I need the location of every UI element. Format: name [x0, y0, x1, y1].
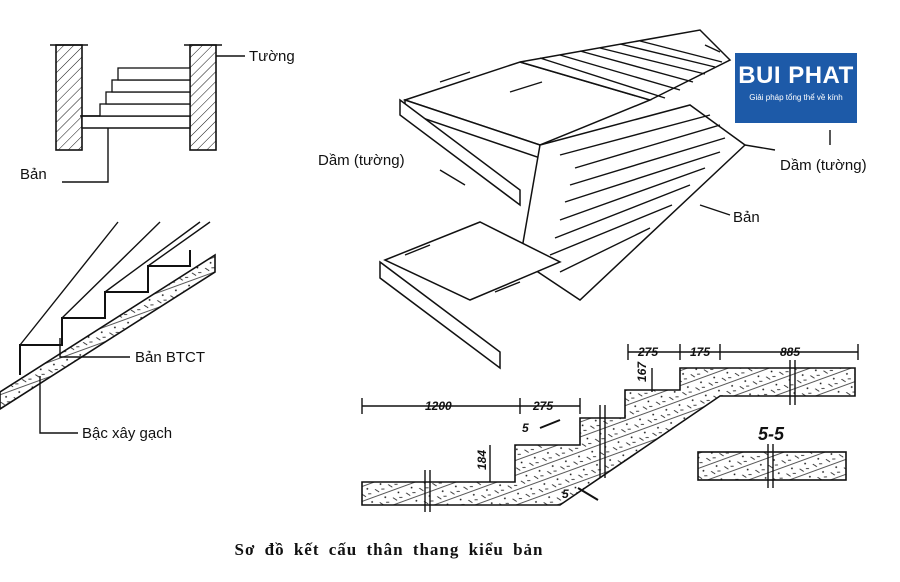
- reinforced-slab: [0, 253, 216, 410]
- stair-section-profile: [361, 367, 856, 506]
- buiphat-logo: BUI PHAT Giải pháp tổng thể về kính: [735, 53, 857, 123]
- label-bac-xay-gach: Bậc xây gạch: [82, 425, 172, 442]
- stair-slab-section: [81, 115, 191, 129]
- dim-175: 175: [690, 345, 710, 359]
- dim-275-lower: 275: [532, 399, 553, 413]
- upper-flight: [519, 29, 732, 101]
- main-flight: [519, 104, 747, 301]
- cut-mark-bottom: 5: [562, 487, 569, 501]
- left-wall: [55, 44, 83, 151]
- label-ban-btct: Bản BTCT: [135, 349, 205, 366]
- lower-landing: [383, 221, 562, 301]
- label-ban-top: Bản: [20, 166, 47, 183]
- lower-beam: [379, 260, 501, 370]
- cut-mark-top: 5: [522, 421, 529, 435]
- upper-beam: [399, 98, 521, 207]
- wall-section-view: Tường Bản: [20, 44, 295, 183]
- label-tuong: Tường: [249, 48, 295, 65]
- dim-1200: 1200: [425, 399, 452, 413]
- logo-name: BUI PHAT: [738, 62, 854, 89]
- figure-caption: Sơ đồ kết cấu thân thang kiểu bản: [234, 540, 544, 559]
- brick-steps-outline: [19, 250, 191, 375]
- brick-step-detail: Bản BTCT Bậc xây gạch: [0, 221, 216, 442]
- dim-184: 184: [475, 450, 489, 470]
- dim-885: 885: [780, 345, 800, 359]
- label-dam-tuong-left: Dầm (tường): [318, 152, 405, 169]
- dim-167: 167: [635, 361, 649, 382]
- section-5-5: [697, 451, 847, 481]
- dim-275-upper: 275: [637, 345, 658, 359]
- right-wall: [189, 44, 217, 151]
- logo-tagline: Giải pháp tổng thể về kính: [749, 93, 843, 102]
- isometric-stair: Dầm (tường) Dầm (tường) Bản: [318, 29, 867, 370]
- label-dam-tuong-right: Dầm (tường): [780, 157, 867, 174]
- label-ban-right: Bản: [733, 209, 760, 226]
- longitudinal-section: 1200 275 275 175 885 167 184 5 5 5-5: [361, 344, 859, 512]
- section-label: 5-5: [758, 424, 785, 444]
